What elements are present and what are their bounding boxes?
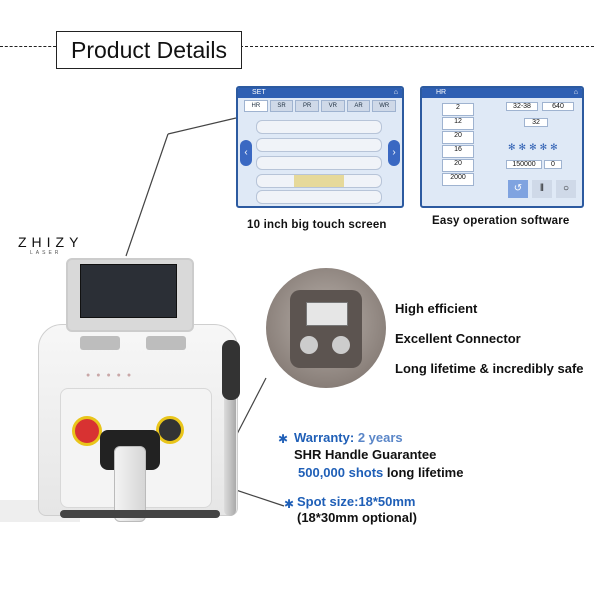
cable-grip [222, 340, 240, 400]
brand-subtext: LASER [30, 250, 62, 256]
hr-param-4[interactable]: 16 [442, 145, 474, 158]
set-screen: SET ⌂ HR SR PR VR AR WR ‹ › [236, 86, 404, 208]
snowflake-icon: ✻✻✻✻✻ [508, 142, 561, 152]
set-screen-caption: 10 inch big touch screen [247, 219, 387, 231]
star-icon: ✱ [278, 432, 289, 446]
indicator-lights: ●●●●● [86, 372, 138, 379]
hr-shots-right: 0 [544, 160, 562, 169]
tab-wr[interactable]: WR [372, 100, 397, 112]
pause-button[interactable]: ‖ [532, 180, 552, 198]
header-dash-right [240, 46, 594, 47]
option-row[interactable] [256, 138, 382, 152]
pointer-line [235, 377, 267, 437]
brand-logo-text: ZHIZY [18, 234, 84, 250]
feature-3: Long lifetime & incredibly safe [395, 361, 584, 376]
warranty-shots-value: 500,000 shots [298, 465, 384, 480]
warranty-line-2: SHR Handle Guarantee [294, 447, 437, 462]
hr-param-2[interactable]: 12 [442, 117, 474, 130]
option-row[interactable] [256, 174, 382, 188]
tab-pr[interactable]: PR [295, 100, 320, 112]
brand-logo: ZHIZY [18, 234, 83, 250]
hr-param-3[interactable]: 20 [442, 131, 474, 144]
home-icon: ⌂ [573, 89, 578, 96]
hr-screen-caption: Easy operation software [432, 215, 570, 227]
tab-hr[interactable]: HR [244, 100, 268, 112]
tab-sr[interactable]: SR [269, 100, 294, 112]
arrow-left-icon[interactable]: ‹ [240, 140, 252, 166]
star-icon: ✱ [284, 497, 295, 511]
option-row[interactable] [256, 190, 382, 204]
option-row[interactable] [256, 156, 382, 170]
return-button[interactable]: ↺ [508, 180, 528, 198]
spot-size-optional: (18*30mm optional) [297, 510, 417, 525]
warranty-line: Warranty: 2 years [294, 430, 403, 445]
warranty-line-3: 500,000 shots long lifetime [298, 465, 463, 480]
spot-size-line: Spot size:18*50mm [297, 494, 416, 509]
pointer-line [125, 133, 169, 257]
handle-holder-left [80, 336, 120, 350]
handpiece[interactable] [114, 446, 146, 522]
connector-port-left [300, 336, 318, 354]
pointer-line [167, 117, 237, 135]
page-title: Product Details [56, 31, 242, 69]
warranty-label: Warranty: [294, 430, 355, 445]
start-button[interactable]: ○ [556, 180, 576, 198]
handle-holder-right [146, 336, 186, 350]
hr-param-5[interactable]: 20 [442, 159, 474, 172]
tab-ar[interactable]: AR [346, 100, 371, 112]
hr-param-1[interactable]: 2 [442, 103, 474, 116]
option-row[interactable] [256, 120, 382, 134]
hr-screen: HR ⌂ 2 12 20 16 20 2000 32-38 640 32 ✻✻✻… [420, 86, 584, 208]
connector-pins [306, 302, 348, 326]
hr-count: 32 [524, 118, 548, 127]
hr-range-high: 640 [542, 102, 574, 111]
hr-shots: 150000 [506, 160, 542, 169]
hr-screen-label: HR [436, 89, 447, 96]
key-switch[interactable] [156, 416, 184, 444]
arrow-right-icon[interactable]: › [388, 140, 400, 166]
warranty-value: 2 years [357, 430, 403, 445]
warranty-shots-suffix: long lifetime [386, 465, 464, 480]
emergency-stop-button[interactable] [72, 416, 102, 446]
connector-port-right [332, 336, 350, 354]
set-screen-bar: SET ⌂ [238, 88, 402, 98]
spot-size-label: Spot size:18*50mm [297, 494, 416, 509]
header-dash-left [0, 46, 56, 47]
connector-closeup [266, 268, 386, 388]
hr-range-low: 32-38 [506, 102, 538, 111]
set-screen-tabs: HR SR PR VR AR WR [238, 98, 402, 114]
machine-feet [60, 510, 220, 518]
machine-lcd [80, 264, 177, 318]
hr-param-6[interactable]: 2000 [442, 173, 474, 186]
hr-screen-bar: HR ⌂ [422, 88, 582, 98]
home-icon: ⌂ [393, 89, 398, 96]
tab-vr[interactable]: VR [321, 100, 345, 112]
feature-2: Excellent Connector [395, 331, 521, 346]
feature-1: High efficient [395, 301, 478, 316]
hr-param-column: 2 12 20 16 20 2000 [426, 102, 504, 187]
set-screen-label: SET [252, 89, 266, 96]
